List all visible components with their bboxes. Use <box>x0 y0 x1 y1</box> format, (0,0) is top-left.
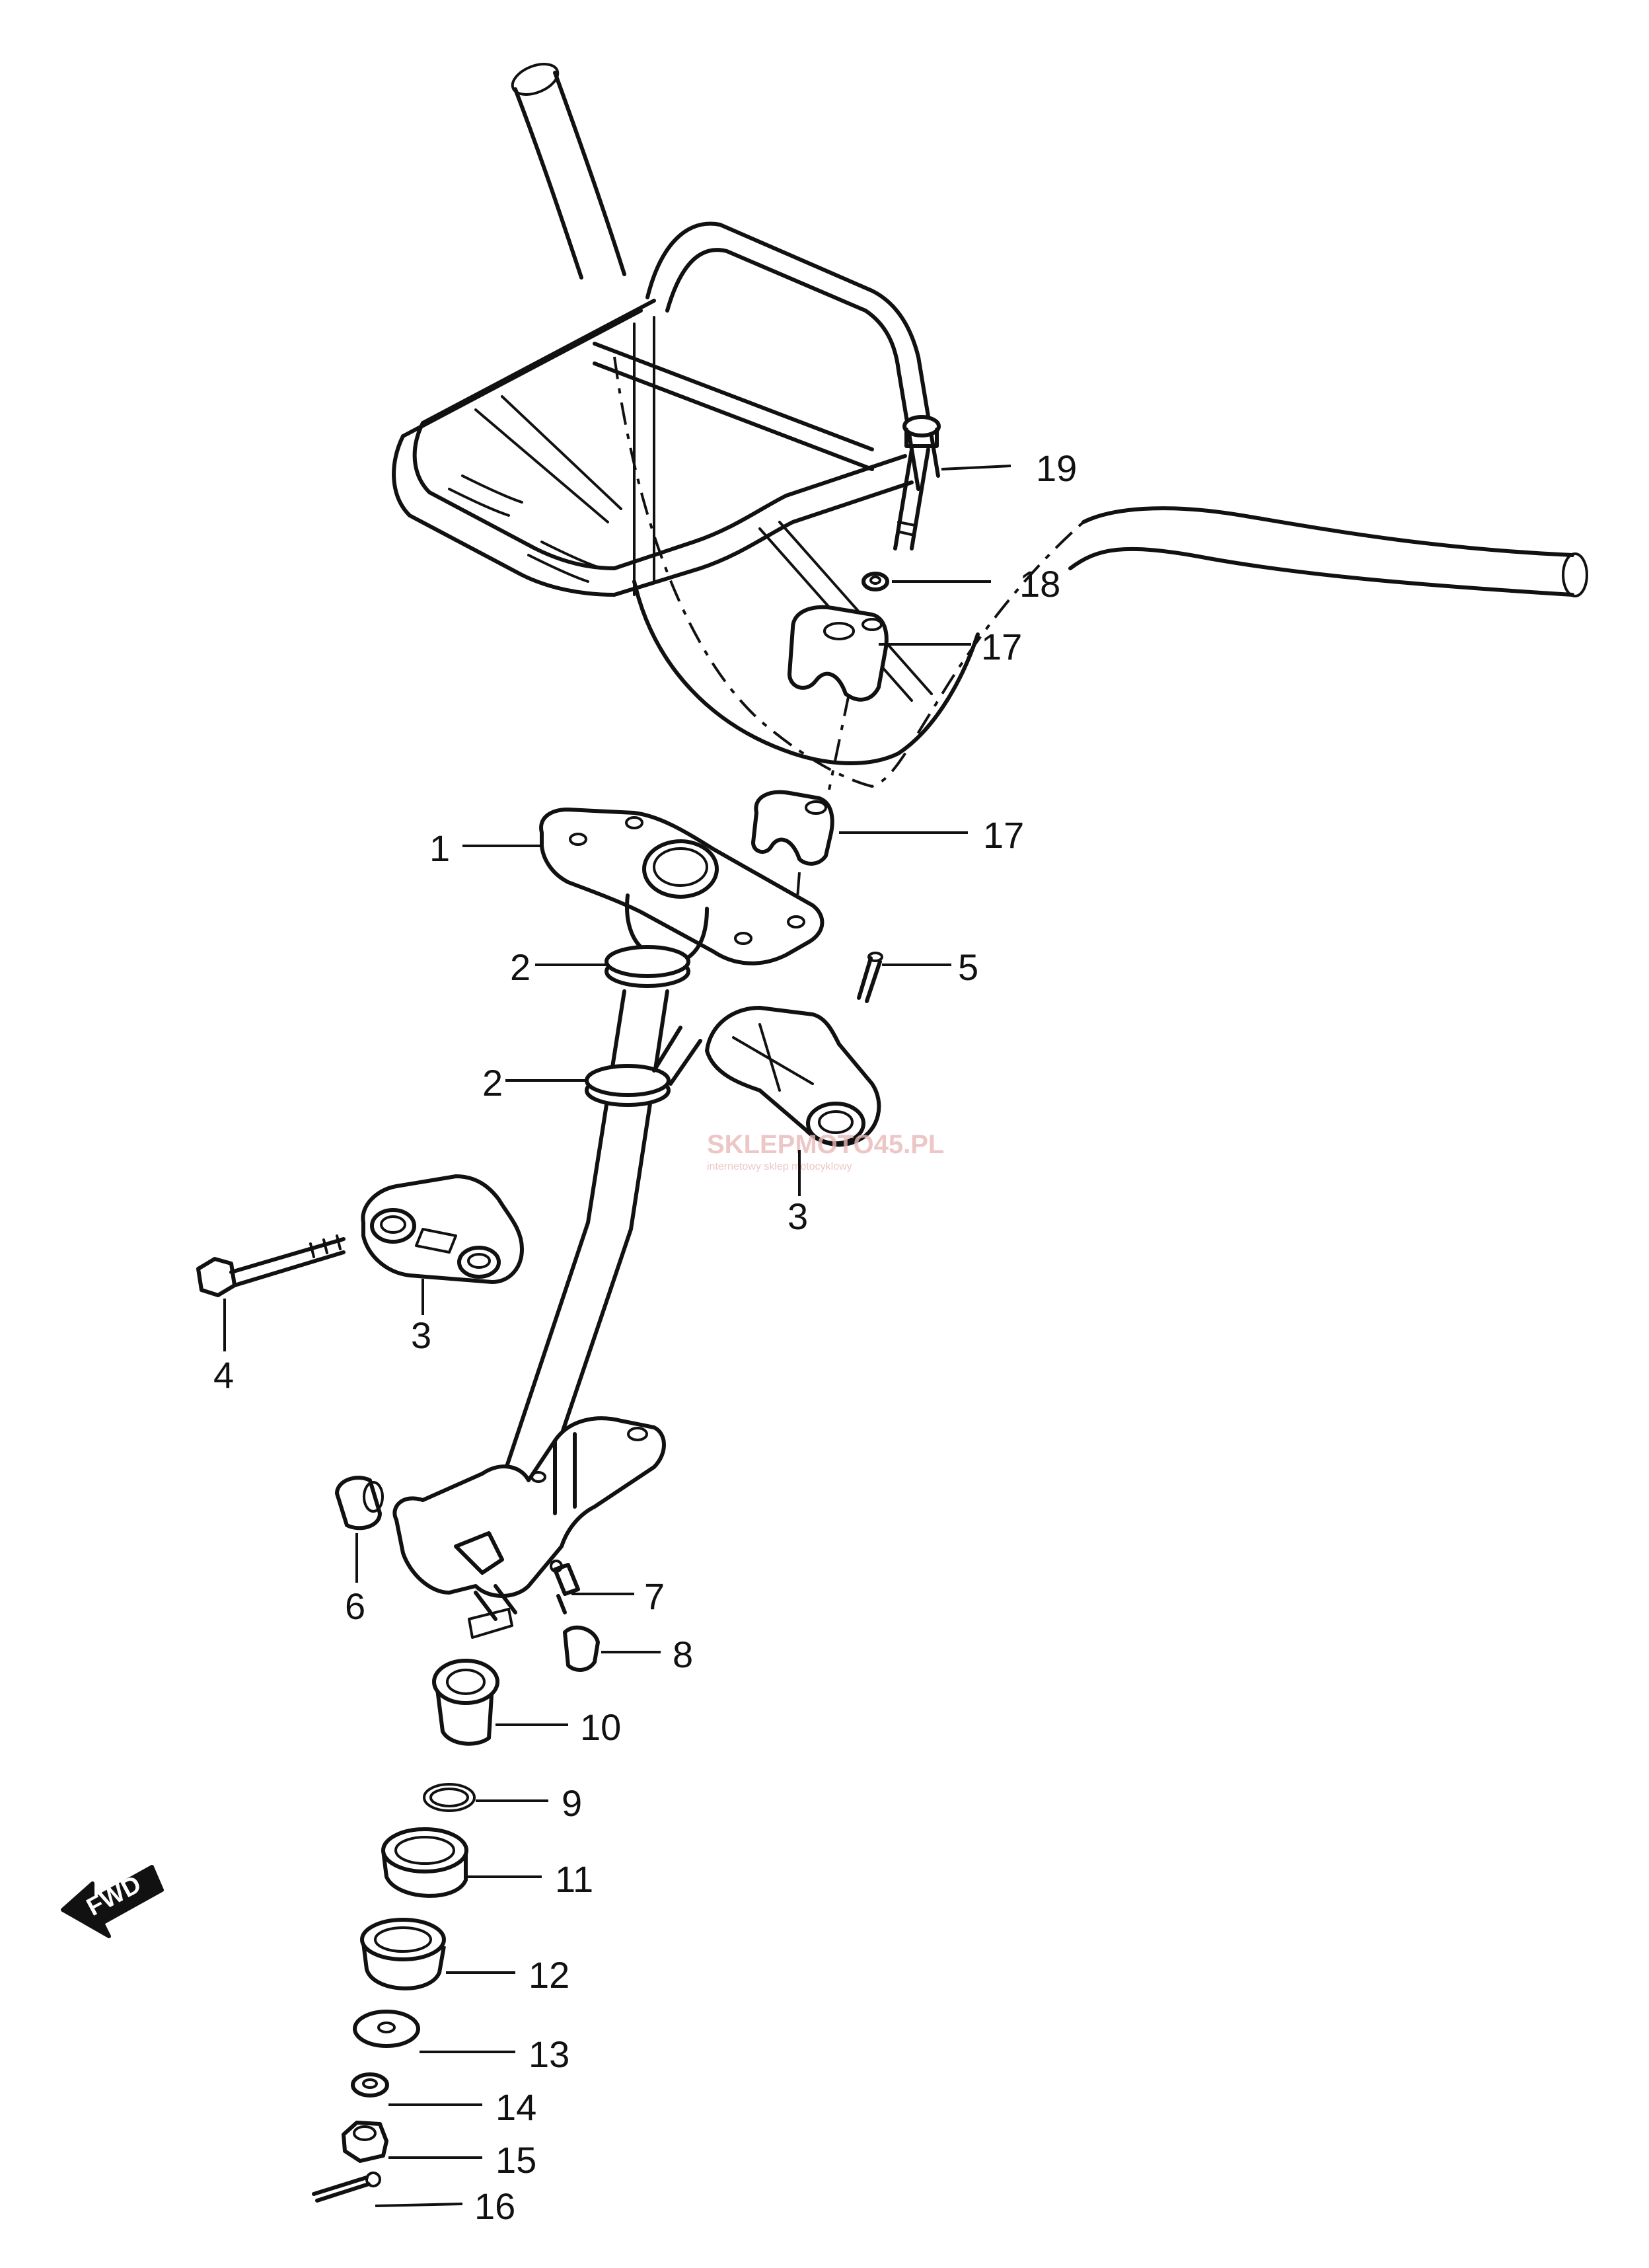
callout-2-lower: 2 <box>482 1062 503 1104</box>
part-8-cap <box>563 1625 600 1672</box>
front-carrier-rack <box>392 221 940 702</box>
callout-3-left: 3 <box>411 1314 431 1356</box>
steering-shaft <box>500 945 702 1482</box>
watermark-text: SKLEPMOTO45.PL <box>707 1130 944 1159</box>
watermark-subtext: internetowy sklep motocyklowy <box>707 1161 852 1172</box>
part-12-bearing <box>360 1918 446 1990</box>
part-17-lower-holder <box>751 693 850 916</box>
part-7-grease-nipple <box>550 1560 580 1614</box>
part-1-upper-bracket <box>539 808 824 965</box>
callout-17-lower: 17 <box>983 814 1024 856</box>
part-16-cotter-pin <box>312 2172 381 2203</box>
callout-8: 8 <box>673 1634 693 1675</box>
callout-14: 14 <box>495 2086 536 2128</box>
callout-7: 7 <box>644 1575 665 1617</box>
callout-17-upper: 17 <box>981 626 1022 667</box>
part-3-left-holder <box>361 1174 524 1284</box>
part-13-washer <box>353 2010 420 2048</box>
callout-18: 18 <box>1019 563 1060 605</box>
callout-5: 5 <box>958 946 978 988</box>
part-11-seal <box>381 1827 468 1898</box>
callout-19: 19 <box>1036 447 1077 489</box>
part-14-washer <box>351 2072 389 2098</box>
callout-10: 10 <box>580 1706 621 1748</box>
handlebar <box>511 63 1588 788</box>
part-19-bolt <box>893 415 941 550</box>
part-15-nut <box>342 2121 388 2163</box>
part-5-pin <box>857 952 883 1003</box>
part-4-bolt <box>196 1234 346 1297</box>
callout-2-upper: 2 <box>510 946 531 988</box>
callout-3-right: 3 <box>788 1195 808 1237</box>
lower-steering-bracket <box>392 1416 666 1639</box>
callout-6: 6 <box>345 1585 365 1627</box>
part-callouts: 19 18 17 17 1 2 2 3 3 4 5 6 7 8 10 9 11 … <box>213 447 1077 2227</box>
watermark: SKLEPMOTO45.PL internetowy sklep motocyk… <box>707 1130 944 1172</box>
callout-12: 12 <box>529 1954 569 1996</box>
callout-1: 1 <box>429 827 450 869</box>
callout-9: 9 <box>562 1782 582 1824</box>
callout-4: 4 <box>213 1354 234 1396</box>
callout-11: 11 <box>555 1858 593 1900</box>
part-3-right-holder <box>705 1006 881 1147</box>
leader-lines <box>223 465 1011 2207</box>
callout-13: 13 <box>529 2033 569 2075</box>
part-17-upper-holder <box>788 605 889 702</box>
part-9-o-ring <box>423 1783 476 1812</box>
callout-16: 16 <box>474 2185 515 2227</box>
callout-15: 15 <box>495 2139 536 2181</box>
part-18-washer <box>861 572 889 591</box>
part-6-cap <box>335 1476 384 1531</box>
fwd-direction-arrow: FWD <box>61 1865 164 1938</box>
part-10-bush <box>432 1659 499 1746</box>
